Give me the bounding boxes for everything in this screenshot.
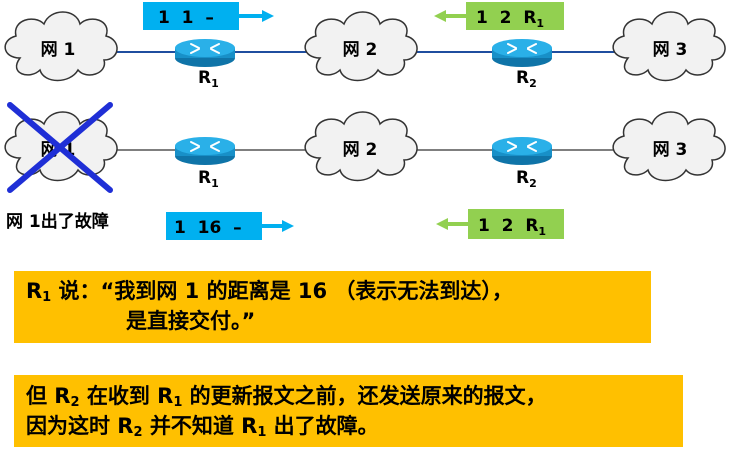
- fault-label: 网 1出了故障: [6, 211, 109, 232]
- router-label-r1-top: R1: [198, 68, 219, 90]
- router-icon-r2-top: [491, 38, 553, 68]
- router-icon-r1-bottom: [174, 136, 236, 166]
- router-label-r1-bottom: R1: [198, 168, 219, 190]
- router-icon-r2-bottom: [491, 136, 553, 166]
- net2-label-top: 网 2: [343, 40, 378, 60]
- note1-line1: R1 说：“我到网 1 的距离是 16 （表示无法到达），: [26, 279, 513, 305]
- message-r2-top: 1 2 R1: [434, 2, 564, 30]
- fault-cross-icon: [7, 102, 113, 193]
- network-diagram: 网 1 网 2 网 3 网 1 网 2 网 3 R1 R2 R1 R2 1 1 …: [4, 2, 726, 240]
- net3-label-top: 网 3: [653, 40, 688, 60]
- note2-line2: 因为这时 R2 并不知道 R1 出了故障。: [26, 414, 379, 440]
- net1-label-top: 网 1: [41, 40, 76, 60]
- router-label-r2-top: R2: [516, 68, 537, 90]
- router-label-r2-bottom: R2: [516, 168, 537, 190]
- note1-line2: 是直接交付。”: [126, 309, 256, 333]
- message-r1-top: 1 1 –: [143, 2, 274, 30]
- note-r2-old-message: 但 R2 在收到 R1 的更新报文之前，还发送原来的报文， 因为这时 R2 并不…: [14, 375, 683, 447]
- message-r1-bottom: 1 16 –: [166, 212, 294, 240]
- router-icon-r1-top: [174, 38, 236, 68]
- svg-text:1 2 R1: 1 2 R1: [476, 8, 544, 30]
- note2-line1: 但 R2 在收到 R1 的更新报文之前，还发送原来的报文，: [26, 384, 547, 410]
- svg-text:1 2 R1: 1 2 R1: [478, 216, 546, 238]
- message-r2-bottom: 1 2 R1: [436, 209, 564, 239]
- svg-text:1 16 –: 1 16 –: [174, 218, 242, 238]
- note-r1-distance: R1 说：“我到网 1 的距离是 16 （表示无法到达）， 是直接交付。”: [14, 271, 651, 343]
- svg-text:1 1 –: 1 1 –: [158, 8, 214, 28]
- net2-label-bottom: 网 2: [343, 140, 378, 160]
- net3-label-bottom: 网 3: [653, 140, 688, 160]
